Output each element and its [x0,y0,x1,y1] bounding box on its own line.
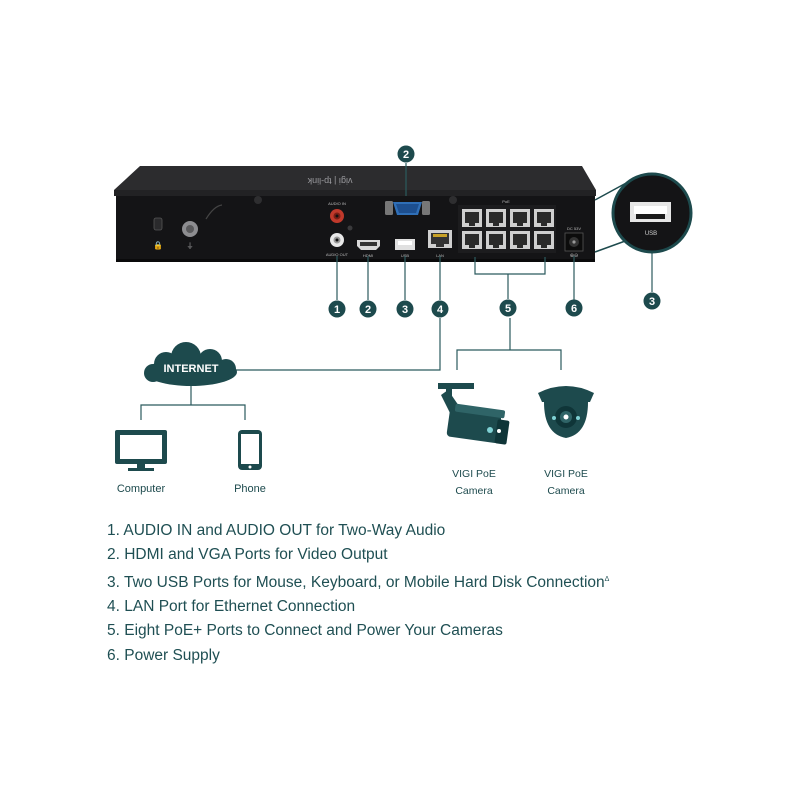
svg-text:🔒: 🔒 [153,241,163,250]
callout-lines [336,163,653,300]
poe-port [510,209,530,227]
callout-number: 6 [571,303,577,315]
callout-badge-5: 5 [499,299,517,317]
turret-camera-icon [538,386,594,438]
usb-zoom-inset: USB [594,172,693,254]
kensington-lock-slot: 🔒 [153,217,163,250]
poe-port [486,209,506,227]
callout-number: 3 [649,296,655,308]
camera1-line1: VIGI PoE [452,468,496,480]
feature-list: 1. AUDIO IN and AUDIO OUT for Two-Way Au… [107,519,609,668]
callout-badge-3: 3 [396,300,414,318]
svg-text:HDMI: HDMI [363,253,373,258]
screw-left [254,196,262,204]
bullet-camera-icon [438,383,510,445]
phone-icon [238,430,262,470]
svg-text:AUDIO IN: AUDIO IN [328,201,346,206]
feature-item-2: 2. HDMI and VGA Ports for Video Output [107,546,388,564]
internet-label: INTERNET [164,363,219,375]
phone-label: Phone [234,483,266,495]
camera2-line1: VIGI PoE [544,468,588,480]
camera2-line2: Camera [547,485,585,497]
callout-badges: 1 2 3 4 5 6 2 3 [328,145,661,318]
feature-item-1: 1. AUDIO IN and AUDIO OUT for Two-Way Au… [107,522,446,539]
screw-right [449,196,457,204]
vga-port [385,201,430,215]
poe-port [462,231,482,249]
poe-port [534,231,554,249]
callout-badge-zoom: 3 [643,292,661,310]
brand-logo-text: vigi | tp-link [307,176,352,186]
svg-text:DC 53V: DC 53V [567,226,581,231]
internet-cloud: INTERNET [144,342,237,386]
callout-number: 2 [403,149,409,161]
feature-item-3: 3. Two USB Ports for Mouse, Keyboard, or… [107,573,610,591]
computer-icon [115,430,167,471]
callout-number: 4 [437,304,444,316]
svg-text:LAN: LAN [436,253,444,258]
feature-item-5: 5. Eight PoE+ Ports to Connect and Power… [107,622,503,640]
callout-badge-2: 2 [397,145,415,163]
camera1-line2: Camera [455,485,493,497]
svg-text:⏚: ⏚ [187,242,194,250]
callout-number: 3 [402,304,408,316]
callout-badge-2: 2 [359,300,377,318]
footnote-mark: Δ [604,575,610,583]
audio-out-jack: AUDIO OUT [326,233,349,257]
nvr-device: vigi | tp-link 🔒 ⏚ AUDIO IN AUDIO OUT [114,166,596,262]
network-lines [140,318,562,420]
callout-badge-4: 4 [431,300,449,318]
feature-item-6: 6. Power Supply [107,646,220,664]
callout-number: 1 [334,304,340,316]
callout-badge-1: 1 [328,300,346,318]
poe-port [534,209,554,227]
lan-port: LAN [428,230,452,258]
ground-terminal: ⏚ [182,221,198,250]
hdmi-port: HDMI [357,240,380,258]
svg-text:PoE: PoE [502,199,510,204]
callout-number: 5 [505,303,511,315]
poe-port-block: PoE [458,199,556,253]
callout-badge-6: 6 [565,299,583,317]
usb-zoom-label: USB [645,231,657,237]
dc-power-jack: DC 53V ⊕⊖ [564,226,584,259]
usb-port: USB [395,239,415,258]
svg-text:AUDIO OUT: AUDIO OUT [326,252,349,257]
poe-port [486,231,506,249]
computer-label: Computer [117,483,166,495]
poe-port [510,231,530,249]
svg-text:USB: USB [401,253,410,258]
callout-number: 2 [365,304,371,316]
poe-port [462,209,482,227]
audio-in-jack: AUDIO IN [328,201,346,223]
feature-item-4: 4. LAN Port for Ethernet Connection [107,598,356,616]
